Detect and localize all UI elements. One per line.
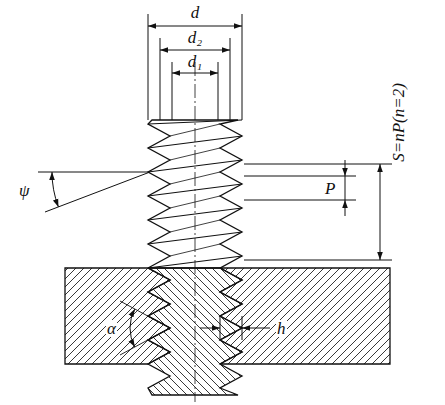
lead-angle-label: ψ	[18, 182, 31, 199]
dimension-label: d₁	[187, 53, 203, 70]
dimension-label: d	[190, 4, 201, 21]
profile-angle-label: α	[106, 320, 117, 337]
lead-label: S=nP(n=2)	[390, 82, 407, 163]
nut-section	[220, 268, 390, 364]
pitch-label: P	[324, 180, 336, 197]
dimension-label: d₂	[187, 29, 203, 46]
thread-depth-label: h	[276, 320, 287, 337]
